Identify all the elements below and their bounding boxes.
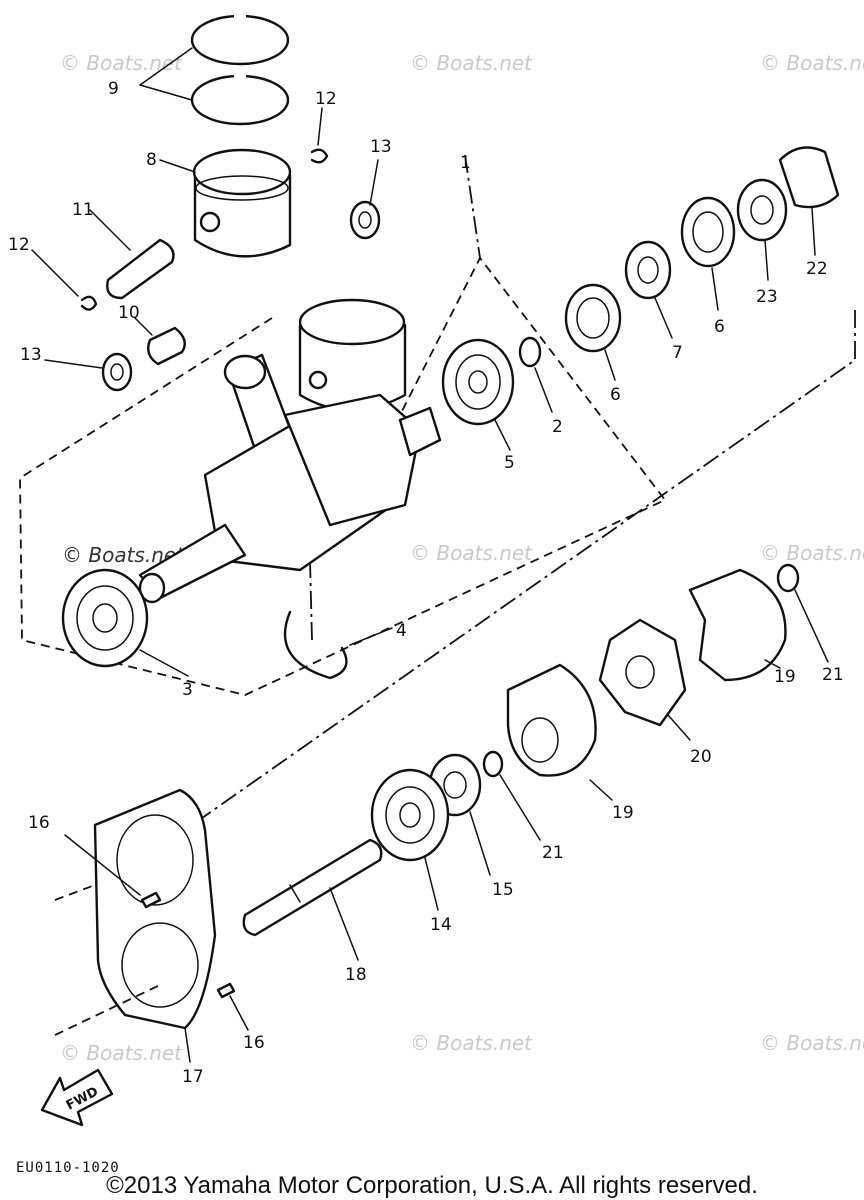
part-label: 16 (28, 813, 50, 833)
watermark: © Boats.net (760, 541, 864, 565)
dowel-pins (64, 834, 249, 1031)
forward-arrow: FWD (40, 1068, 114, 1127)
part-label: 8 (146, 150, 157, 170)
part-label: 6 (610, 385, 621, 405)
part-label: 13 (20, 345, 42, 365)
part-label: 12 (315, 89, 337, 109)
piston (159, 148, 292, 258)
washers-21 (482, 563, 829, 841)
part-label: 19 (774, 667, 796, 687)
part-label: 14 (430, 915, 452, 935)
part-label: 18 (345, 965, 367, 985)
coupling-lower (506, 663, 613, 801)
bearing-7 (624, 240, 673, 339)
watermark: © Boats.net (60, 51, 183, 75)
diagram-code: EU0110-1020 (16, 1160, 120, 1176)
part-label: 20 (690, 747, 712, 767)
part-label: 10 (118, 303, 140, 323)
snap-ring (283, 610, 393, 680)
watermark: © Boats.net (410, 541, 533, 565)
part-label: 4 (396, 621, 407, 641)
needle-bearing (134, 317, 186, 366)
part-label: 9 (108, 79, 119, 99)
part-label: 12 (8, 235, 30, 255)
circlips (31, 107, 329, 311)
part-label: 16 (243, 1033, 265, 1053)
bearing-14 (370, 768, 450, 911)
coupling-upper (688, 568, 787, 682)
collar (778, 146, 840, 256)
assembly-boundary (19, 154, 856, 831)
piston-rings (139, 14, 290, 126)
shaft (242, 838, 383, 961)
main-bearing-left (61, 568, 189, 677)
part-label: 5 (504, 453, 515, 473)
main-bearing-right (441, 338, 515, 451)
watermark: © Boats.net (410, 51, 533, 75)
part-label: 21 (542, 843, 564, 863)
watermarks: © Boats.net © Boats.net © Boats.net © Bo… (60, 51, 864, 1065)
oil-seals (564, 196, 736, 381)
part-labels: 1 2 3 4 5 6 6 7 8 9 10 11 12 12 13 13 14… (8, 79, 844, 1087)
part-label: 15 (492, 880, 514, 900)
part-label: 3 (182, 680, 193, 700)
watermark: © Boats.net (60, 1041, 183, 1065)
copyright-notice: ©2013 Yamaha Motor Corporation, U.S.A. A… (106, 1172, 758, 1199)
rubber-damper (598, 618, 691, 741)
part-label: 21 (822, 665, 844, 685)
part-label: 17 (182, 1067, 204, 1087)
part-label: 23 (756, 287, 778, 307)
part-label: 11 (72, 200, 94, 220)
part-label: 13 (370, 137, 392, 157)
part-label: 1 (460, 153, 471, 173)
bearing-23 (736, 178, 788, 281)
o-ring (518, 336, 553, 413)
part-label: 7 (672, 343, 683, 363)
part-label: 22 (806, 259, 828, 279)
piston-pin (89, 209, 175, 300)
gasket (54, 788, 217, 1063)
part-label: 6 (714, 317, 725, 337)
watermark: © Boats.net (760, 1031, 864, 1055)
crankshaft-assembly (138, 298, 442, 604)
watermark: © Boats.net (760, 51, 864, 75)
watermark: © Boats.net (410, 1031, 533, 1055)
part-label: 19 (612, 803, 634, 823)
washers (44, 159, 381, 392)
part-label: 2 (552, 417, 563, 437)
